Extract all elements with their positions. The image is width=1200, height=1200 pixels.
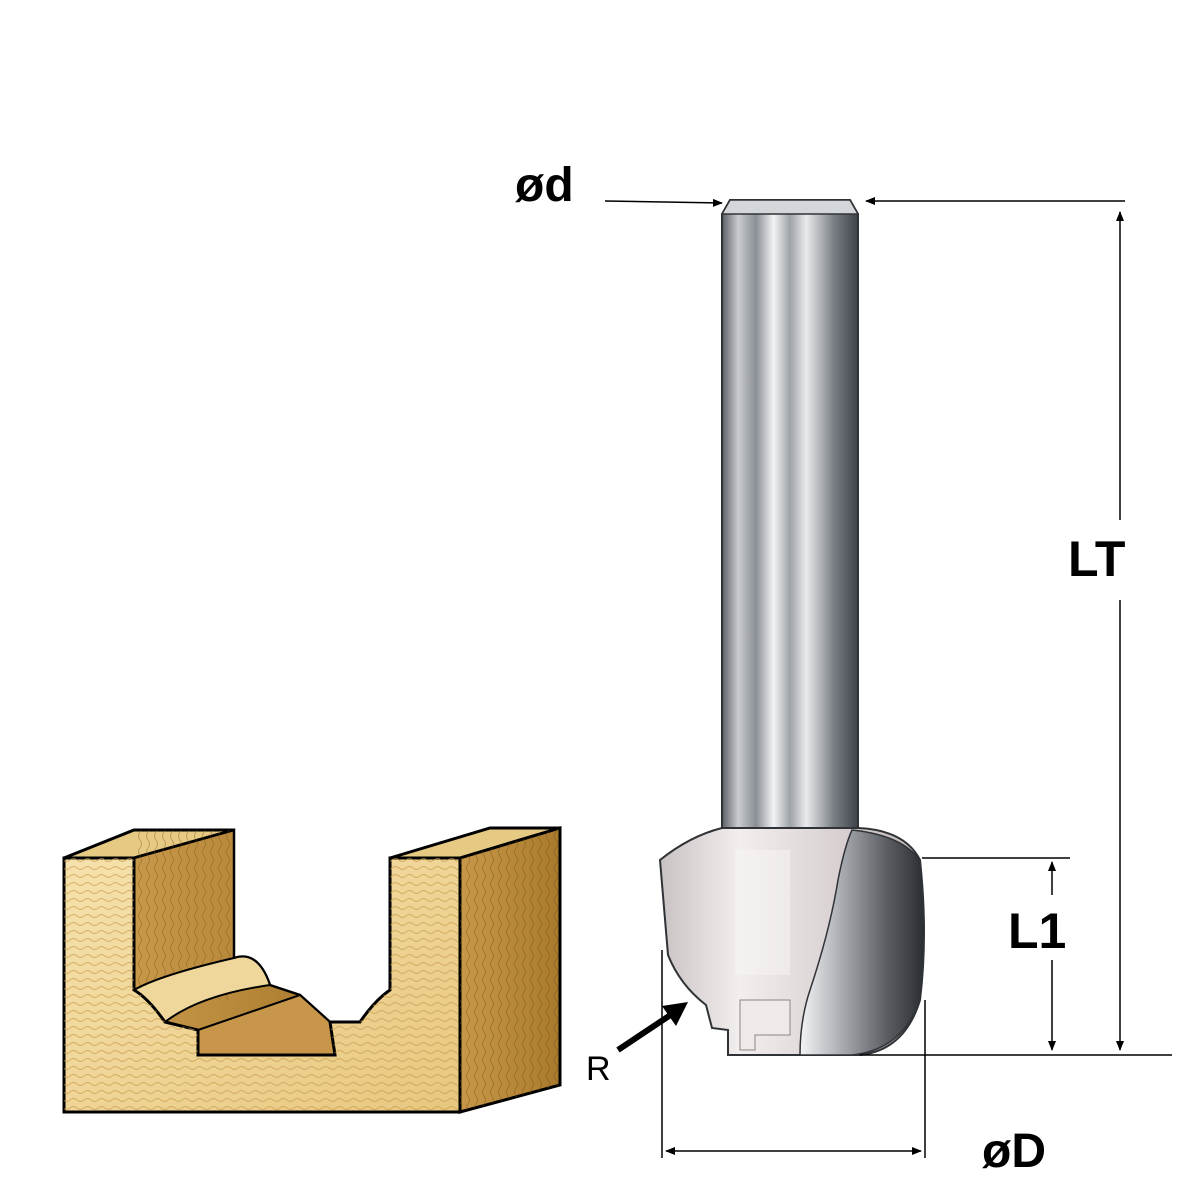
- radius-arrow: [616, 1002, 688, 1053]
- shank-diameter-label: ød: [515, 159, 574, 212]
- router-bit-illustration: [658, 199, 925, 1056]
- cutter-diameter-label: øD: [982, 1125, 1046, 1178]
- total-length-label: LT: [1068, 531, 1126, 587]
- radius-label: R: [586, 1050, 611, 1088]
- router-bit-shank: [720, 199, 860, 831]
- cutting-length-label: L1: [1008, 903, 1067, 959]
- shank-diameter-left-arrow: [604, 198, 723, 207]
- router-bit-cutter-head: [658, 827, 925, 1056]
- wood-block-profile: [62, 825, 562, 1114]
- dimension-lines: [604, 197, 1172, 1158]
